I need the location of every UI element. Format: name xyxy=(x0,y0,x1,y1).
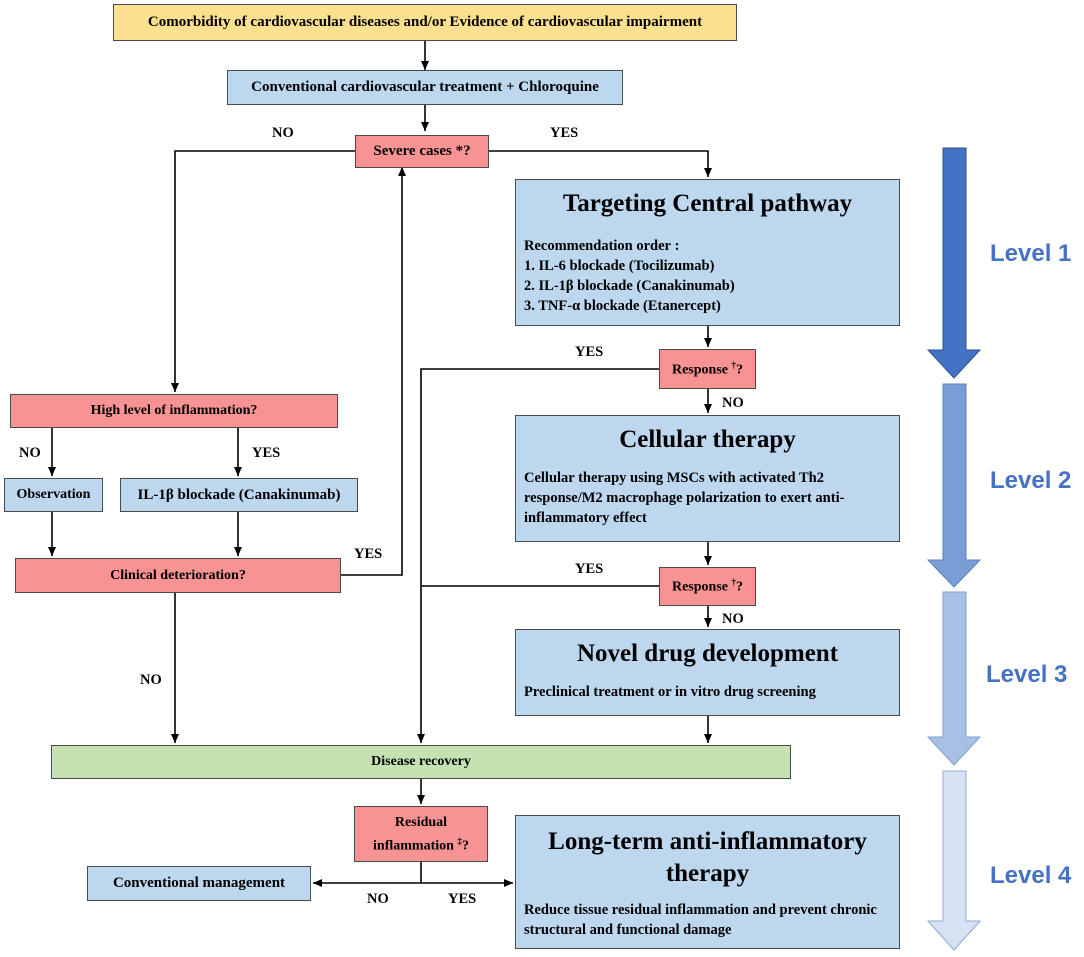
clinical-deterioration-text: Clinical deterioration? xyxy=(110,567,246,583)
central-pathway-title: Targeting Central pathway xyxy=(562,190,853,217)
residual-inflammation-text: Residual inflammation ‡? xyxy=(373,814,469,854)
label-deterioration-no: NO xyxy=(140,672,162,688)
cellular-therapy-title: Cellular therapy xyxy=(619,426,796,453)
label-response-1-no: NO xyxy=(722,395,744,411)
long-term-therapy-body: Reduce tissue residual inflammation and … xyxy=(524,902,877,938)
response-2-box: Response †? xyxy=(659,567,756,606)
level-1-arrow xyxy=(926,147,982,379)
label-response-2-no: NO xyxy=(722,611,744,627)
conventional-management-box: Conventional management xyxy=(87,866,311,901)
observation-text: Observation xyxy=(16,487,91,502)
label-high-inflammation-yes: YES xyxy=(252,445,281,461)
label-severe-no: NO xyxy=(272,125,294,141)
comorbidity-box: Comorbidity of cardiovascular diseases a… xyxy=(113,4,737,41)
label-deterioration-yes: YES xyxy=(354,546,383,562)
high-inflammation-text: High level of inflammation? xyxy=(90,403,258,418)
level-1-label: Level 1 xyxy=(990,240,1072,267)
severe-cases-box: Severe cases *? xyxy=(355,135,489,168)
conventional-management-text: Conventional management xyxy=(112,875,286,891)
il1b-blockade-box: IL-1β blockade (Canakinumab) xyxy=(120,478,358,512)
level-2-label: Level 2 xyxy=(990,467,1072,494)
label-residual-yes: YES xyxy=(448,891,477,907)
severe-cases-text: Severe cases *? xyxy=(373,143,471,159)
label-severe-yes: YES xyxy=(550,125,579,141)
disease-recovery-box: Disease recovery xyxy=(51,745,791,779)
cellular-therapy-box: Cellular therapy Cellular therapy using … xyxy=(515,415,900,542)
central-pathway-box: Targeting Central pathway Recommendation… xyxy=(515,179,900,326)
long-term-therapy-box: Long-term anti-inflammatory therapy Redu… xyxy=(515,815,900,949)
clinical-deterioration-box: Clinical deterioration? xyxy=(15,558,341,593)
novel-drug-body: Preclinical treatment or in vitro drug s… xyxy=(524,684,816,700)
novel-drug-box: Novel drug development Preclinical treat… xyxy=(515,629,900,716)
label-residual-no: NO xyxy=(367,891,389,907)
high-inflammation-box: High level of inflammation? xyxy=(10,394,338,428)
conventional-treatment-text: Conventional cardiovascular treatment + … xyxy=(251,79,599,95)
level-2-arrow xyxy=(926,383,982,588)
label-response-1-yes: YES xyxy=(575,344,604,360)
cellular-therapy-body: Cellular therapy using MSCs with activat… xyxy=(524,470,845,526)
level-4-label: Level 4 xyxy=(990,862,1072,889)
disease-recovery-text: Disease recovery xyxy=(371,754,471,769)
response-1-box: Response †? xyxy=(659,349,756,389)
arrow-response-1-yes-to-recovery xyxy=(417,368,659,743)
level-3-arrow xyxy=(926,591,982,766)
central-pathway-item-1: 1. IL-6 blockade (Tocilizumab) xyxy=(524,258,715,274)
level-4-arrow xyxy=(926,770,982,951)
arrow-severe-yes-to-central xyxy=(489,150,712,177)
novel-drug-title: Novel drug development xyxy=(576,640,839,667)
response-1-text: Response †? xyxy=(671,359,743,378)
il1b-blockade-text: IL-1β blockade (Canakinumab) xyxy=(137,486,341,503)
central-pathway-item-3: 3. TNF-α blockade (Etanercept) xyxy=(524,298,721,314)
comorbidity-text: Comorbidity of cardiovascular diseases a… xyxy=(147,14,703,30)
central-pathway-order-label: Recommendation order : xyxy=(524,238,680,254)
conventional-treatment-box: Conventional cardiovascular treatment + … xyxy=(227,70,623,105)
arrow-deterioration-yes-to-severe xyxy=(341,167,406,576)
arrow-severe-no-to-high-inflammation xyxy=(171,150,355,392)
label-response-2-yes: YES xyxy=(575,561,604,577)
observation-box: Observation xyxy=(4,478,103,512)
residual-inflammation-box: Residual inflammation ‡? xyxy=(354,806,488,862)
label-high-inflammation-no: NO xyxy=(19,445,41,461)
central-pathway-item-2: 2. IL-1β blockade (Canakinumab) xyxy=(524,278,735,294)
level-3-label: Level 3 xyxy=(986,661,1068,688)
long-term-therapy-title: Long-term anti-inflammatory therapy xyxy=(548,828,867,887)
response-2-text: Response †? xyxy=(671,577,743,595)
